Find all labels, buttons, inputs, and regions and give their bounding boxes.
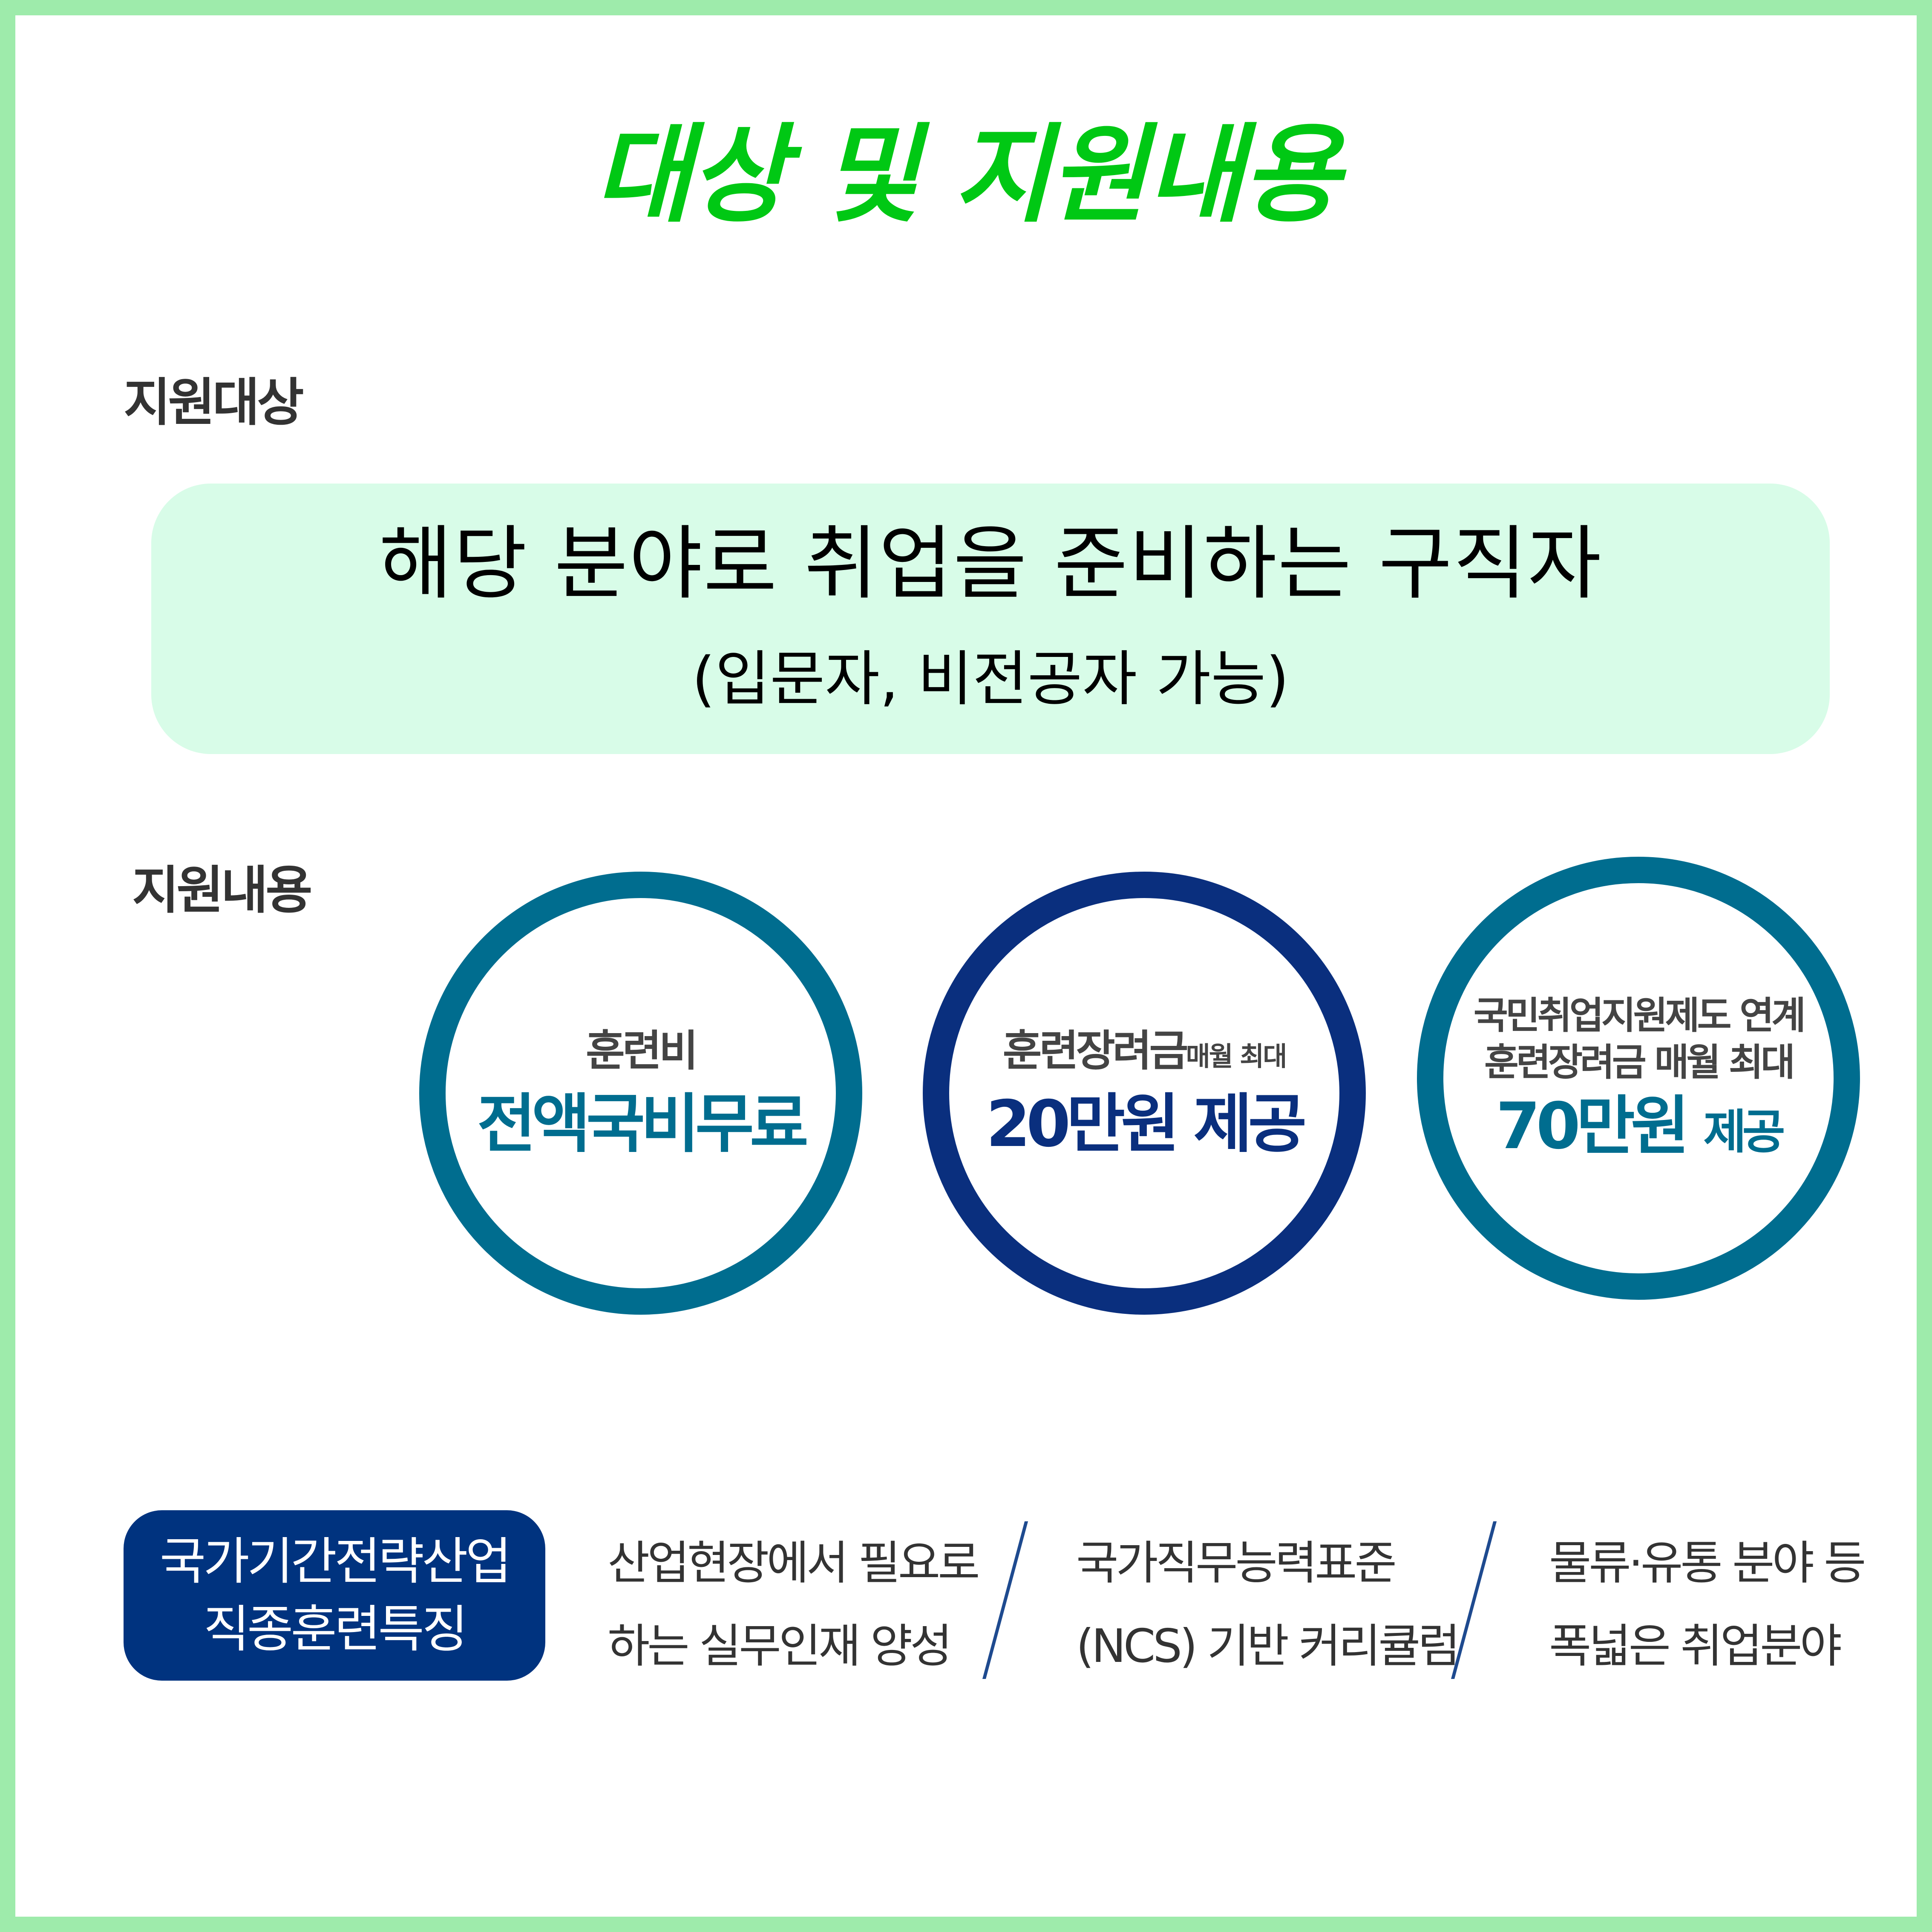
- support-circle-allowance: 훈련장려금매월 최대 20만원 제공: [923, 872, 1366, 1315]
- circle-highlight: 전액국비무료: [477, 1087, 809, 1161]
- features-badge: 국가기간전략산업 직종훈련특징: [124, 1510, 545, 1681]
- circle-highlight: 20만원 제공: [986, 1087, 1307, 1161]
- circle-caption: 훈련비: [586, 1025, 698, 1076]
- target-box: 해당 분야로 취업을 준비하는 구직자 (입문자, 비전공자 가능): [151, 484, 1830, 754]
- target-main-text: 해당 분야로 취업을 준비하는 구직자: [379, 517, 1602, 610]
- feature-3-line2: 폭넓은 취업분야: [1549, 1620, 1842, 1673]
- feature-1-line1: 산업현장에서 필요로: [608, 1537, 980, 1590]
- circle-caption-suffix: 매월 최대: [1186, 1040, 1287, 1072]
- content-canvas: 대상 및 지원내용 지원대상 해당 분야로 취업을 준비하는 구직자 (입문자,…: [15, 15, 1917, 1917]
- feature-2-line2: (NCS) 기반 커리큘럼: [1076, 1620, 1460, 1673]
- feature-2-line1: 국가직무능력표준: [1076, 1537, 1397, 1590]
- support-circle-tuition: 훈련비 전액국비무료: [419, 872, 862, 1315]
- target-section-label: 지원대상: [124, 373, 304, 432]
- circle-caption-main: 훈련장려금: [1002, 1025, 1189, 1076]
- support-section-label: 지원내용: [132, 861, 313, 920]
- badge-line2: 직종훈련특징: [203, 1600, 468, 1658]
- page-title: 대상 및 지원내용: [593, 113, 1340, 237]
- support-circle-employment-link: 국민취업지원제도 연계 훈련장려금 매월 최대 70만원 제공: [1417, 857, 1860, 1300]
- feature-3-line1: 물류·유통 분야 등: [1549, 1537, 1866, 1590]
- divider-slash: [1451, 1521, 1497, 1679]
- circle-highlight-suffix: 제공: [1703, 1104, 1785, 1159]
- circle-caption-line2: 훈련장려금 매월 최대: [1484, 1040, 1795, 1084]
- circle-caption: 훈련장려금매월 최대: [1002, 1024, 1287, 1077]
- target-sub-text: (입문자, 비전공자 가능): [692, 645, 1289, 714]
- circle-highlight: 70만원 제공: [1496, 1088, 1785, 1165]
- feature-1-line2: 하는 실무인재 양성: [608, 1620, 953, 1673]
- badge-line1: 국가기간전략산업: [159, 1532, 512, 1591]
- divider-slash: [982, 1521, 1028, 1679]
- circle-caption-line1: 국민취업지원제도 연계: [1473, 993, 1806, 1037]
- circle-highlight-amount: 70만원: [1496, 1089, 1690, 1163]
